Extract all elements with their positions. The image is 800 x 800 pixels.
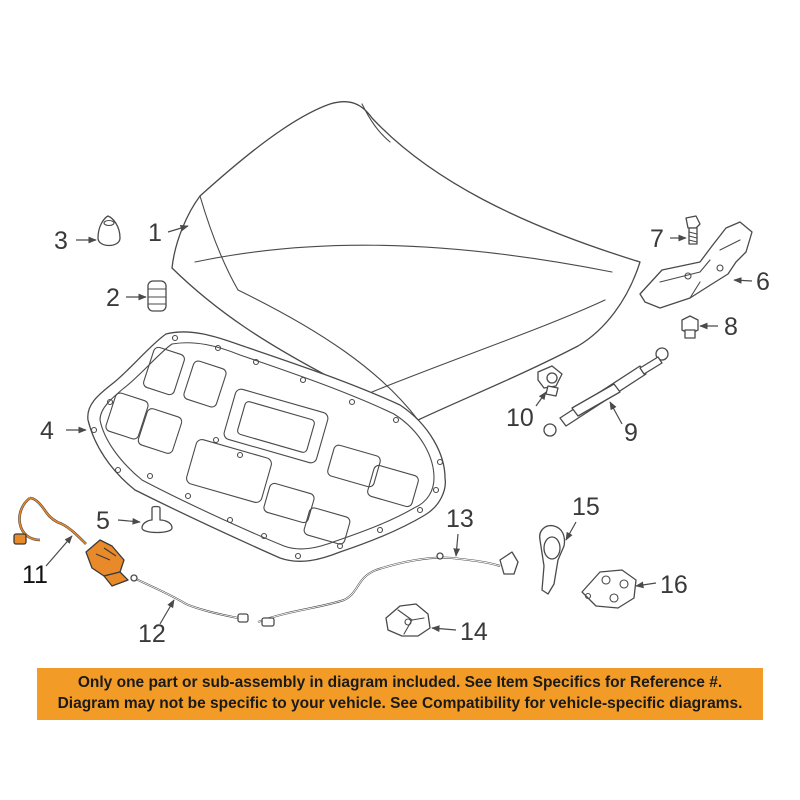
disclaimer-banner: Only one part or sub-assembly in diagram… [37, 668, 763, 720]
hood-bumper-stop [147, 280, 167, 312]
callout-7: 7 [650, 225, 664, 253]
hinge-nut [681, 315, 699, 339]
disclaimer-line-2: Diagram may not be specific to your vehi… [57, 695, 743, 712]
callout-9: 9 [624, 419, 638, 447]
disclaimer-line-1: Only one part or sub-assembly in diagram… [77, 674, 723, 691]
highlighted-part [13, 496, 129, 587]
callout-4: 4 [40, 417, 54, 445]
hood-lift-support [543, 347, 669, 437]
callout-3: 3 [54, 227, 68, 255]
release-handle [539, 524, 566, 595]
callout-15: 15 [572, 493, 600, 521]
callout-5: 5 [96, 507, 110, 535]
callout-14: 14 [460, 618, 488, 646]
callout-2: 2 [106, 284, 120, 312]
hinge-bolt [685, 215, 701, 245]
hood-latch [385, 603, 431, 637]
release-cable-rear [257, 551, 519, 627]
callout-10: 10 [506, 404, 534, 432]
callout-16: 16 [660, 571, 688, 599]
hood-hinge [639, 221, 753, 309]
leader-lines [45, 224, 753, 632]
callout-12: 12 [138, 620, 166, 648]
release-cable-front [130, 574, 249, 623]
retainer-clip [141, 505, 173, 534]
callout-1: 1 [148, 219, 162, 247]
callout-6: 6 [756, 268, 770, 296]
grommet-cap [97, 215, 121, 247]
callout-13: 13 [446, 505, 474, 533]
mounting-bracket [581, 569, 637, 609]
callout-8: 8 [724, 313, 738, 341]
hood-insulator-pad [87, 331, 446, 562]
ball-stud [537, 365, 563, 397]
callout-numbers: 1 2 3 4 5 6 7 8 9 10 11 12 13 14 15 16 [22, 219, 770, 648]
callout-11: 11 [22, 561, 48, 589]
